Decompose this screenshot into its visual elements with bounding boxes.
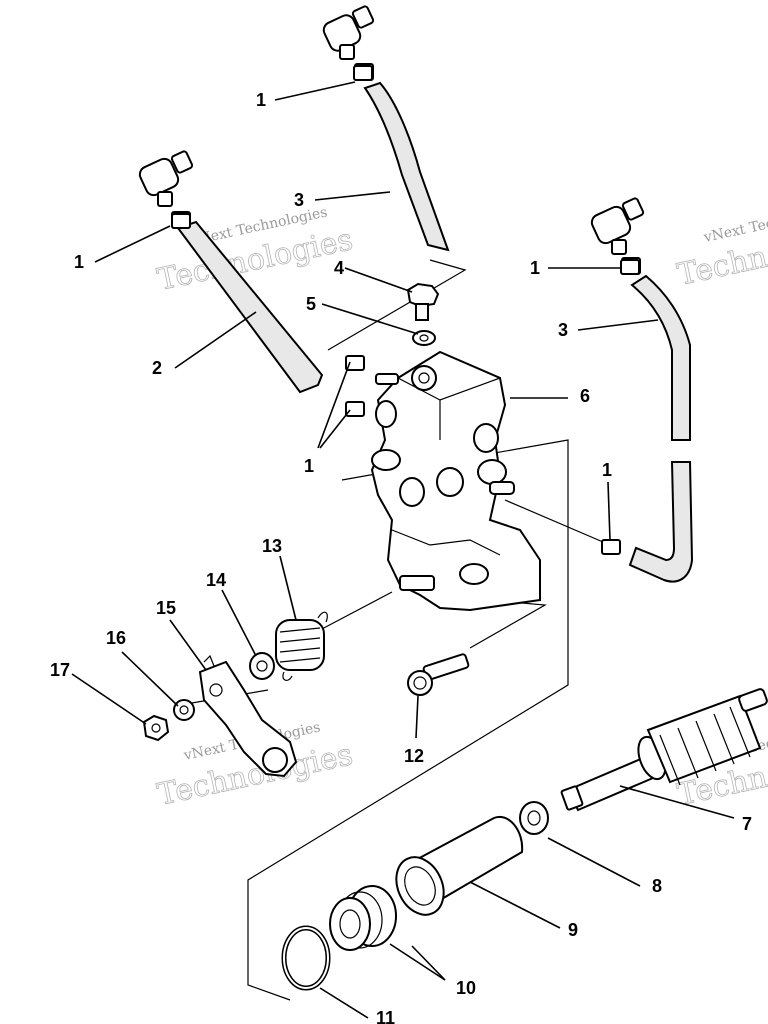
- washer-14: [249, 652, 275, 680]
- callout-10: 10: [456, 978, 476, 998]
- hose-lower-right: [628, 461, 694, 583]
- watermark-top-right: vNext Technologies Technologies: [674, 201, 768, 293]
- bolt-4: [406, 282, 440, 321]
- hose-clamp: [171, 213, 191, 229]
- callout-2: 2: [152, 358, 162, 378]
- valve-body-6: [370, 350, 541, 612]
- callout-9: 9: [568, 920, 578, 940]
- callout-14: 14: [206, 570, 226, 590]
- callout-4: 4: [334, 258, 344, 278]
- sleeve-9: [395, 815, 524, 916]
- hose-clamp: [345, 401, 365, 417]
- hose-3-right: [630, 274, 691, 441]
- assembly-lines: [179, 259, 611, 1001]
- callout-3-top: 3: [294, 190, 304, 210]
- snap-ring-11: [281, 925, 331, 991]
- callout-1-left: 1: [74, 252, 84, 272]
- lever-15: [198, 654, 298, 778]
- callout-12: 12: [404, 746, 424, 766]
- spring-13: [275, 611, 328, 681]
- callout-17: 17: [50, 660, 70, 680]
- callout-7: 7: [742, 814, 752, 834]
- callout-11: 11: [376, 1008, 395, 1024]
- spring-10: [329, 885, 397, 951]
- bolt-12: [407, 653, 470, 696]
- callout-1-right: 1: [530, 258, 540, 278]
- callout-1-center: 1: [304, 456, 314, 476]
- hose-clamp: [353, 65, 373, 81]
- nut-17: [142, 714, 170, 742]
- washer-8: [519, 801, 549, 835]
- callouts: 1 1 1 1 1 2 3 3 4 5 6 7 8 9 10 11 12 13 …: [50, 90, 752, 1024]
- callout-8: 8: [652, 876, 662, 896]
- callout-1-lower-right: 1: [602, 460, 612, 480]
- callout-15: 15: [156, 598, 176, 618]
- washer-16: [173, 699, 195, 721]
- svg-text:vNext Technologies: vNext Technologies: [702, 201, 768, 246]
- hose-clamp: [345, 355, 365, 371]
- hose-clamp: [601, 539, 621, 555]
- drive-shaft-7: [560, 688, 768, 812]
- callout-16: 16: [106, 628, 126, 648]
- hose-clamp: [620, 259, 640, 275]
- leader-lines: [71, 81, 735, 1019]
- callout-5: 5: [306, 294, 316, 314]
- callout-1-top: 1: [256, 90, 266, 110]
- hose-2: [176, 220, 324, 394]
- callout-6: 6: [580, 386, 590, 406]
- washer-5: [412, 330, 436, 346]
- hose-3-top: [363, 81, 450, 252]
- callout-13: 13: [262, 536, 282, 556]
- callout-3-right: 3: [558, 320, 568, 340]
